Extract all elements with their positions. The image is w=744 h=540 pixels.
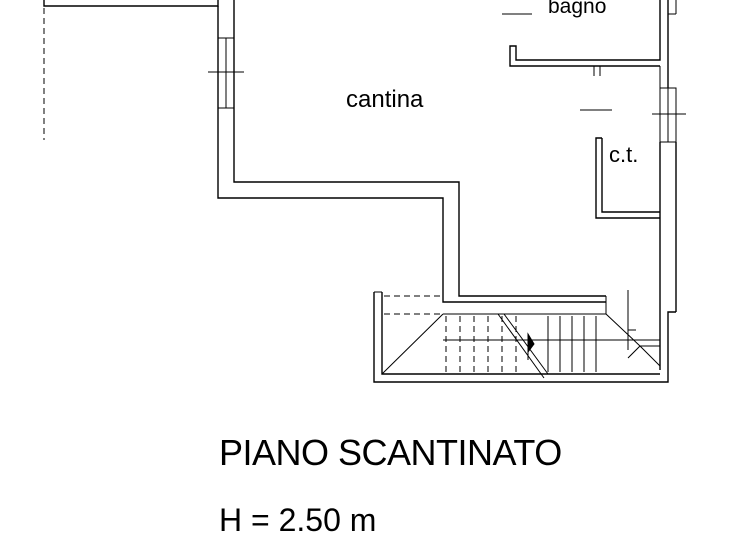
- ct-room: [580, 109, 660, 219]
- right-wall: [509, 0, 686, 370]
- floor-height: H = 2.50 m: [219, 502, 377, 538]
- floor-title: PIANO SCANTINATO: [219, 432, 562, 473]
- staircase: [373, 290, 676, 383]
- room-label-cantina: cantina: [346, 86, 424, 113]
- room-label-ct: c.t.: [609, 142, 638, 167]
- left-window: [208, 37, 244, 109]
- stair-treads: [445, 316, 597, 372]
- left-wall-block: [43, 0, 606, 303]
- room-label-bagno: bagno: [548, 0, 606, 18]
